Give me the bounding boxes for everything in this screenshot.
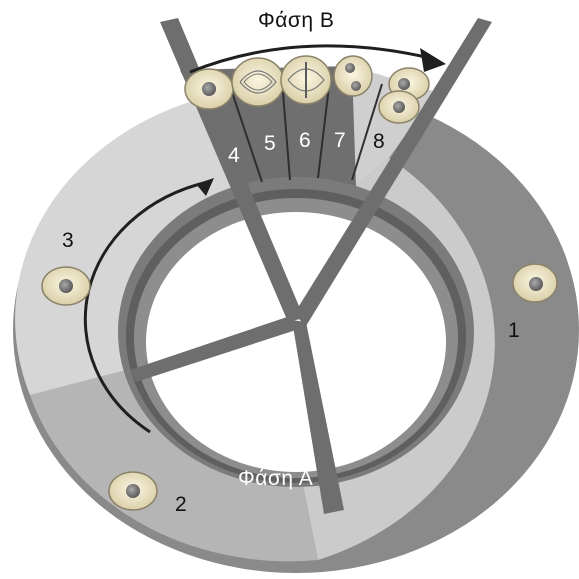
stage-label-7: 7 (334, 130, 346, 151)
dividing-cell-icon (334, 56, 372, 96)
phase-b-arrowhead (420, 48, 446, 72)
stage-label-5: 5 (264, 133, 276, 154)
stage-label-1: 1 (508, 320, 520, 341)
dividing-cell-icon (281, 56, 331, 104)
stage-label-6: 6 (299, 130, 311, 151)
phase-b-label: Φάση Β (258, 10, 334, 31)
cell-icon (513, 264, 557, 302)
cell-icon (109, 472, 157, 510)
stage-label-3: 3 (62, 230, 74, 251)
stage-label-2: 2 (175, 494, 187, 515)
stage-label-8: 8 (373, 131, 385, 152)
phase-a-label: Φάση Α (238, 468, 313, 489)
dividing-cell-icon (185, 69, 233, 109)
dividing-cell-icon (232, 58, 284, 106)
stage-label-4: 4 (228, 145, 240, 166)
cell-icon (42, 267, 90, 305)
